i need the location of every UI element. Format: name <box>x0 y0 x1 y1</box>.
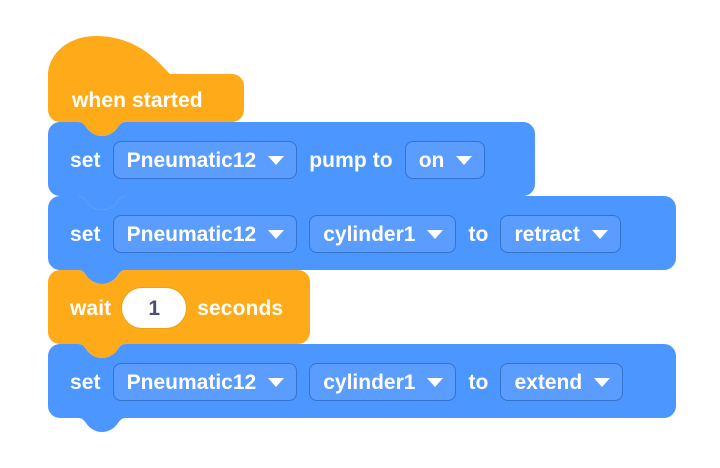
state-dropdown-on[interactable]: on <box>404 141 486 179</box>
wait-duration-value: 1 <box>148 296 161 320</box>
chevron-down-icon <box>427 377 444 387</box>
port-dropdown-value: cylinder1 <box>323 222 416 246</box>
set-cylinder-retract-middle-label: to <box>468 222 489 246</box>
set-cylinder-retract-prefix-label: set <box>70 222 101 246</box>
block-wait-seconds[interactable]: wait 1 seconds <box>48 270 310 358</box>
port-dropdown-value: cylinder1 <box>323 370 416 394</box>
chevron-down-icon <box>268 229 285 239</box>
chevron-down-icon <box>591 229 608 239</box>
chevron-down-icon <box>268 155 285 165</box>
action-dropdown-value: retract <box>514 222 580 246</box>
device-dropdown-value: Pneumatic12 <box>126 148 257 172</box>
port-dropdown-cylinder[interactable]: cylinder1 <box>309 215 457 253</box>
wait-seconds-row: wait 1 seconds <box>70 286 283 330</box>
when-started-row: when started <box>72 86 203 114</box>
wait-suffix-label: seconds <box>197 296 284 320</box>
block-set-cylinder-retract[interactable]: set Pneumatic12 cylinder1 to retract <box>48 196 676 284</box>
device-dropdown-value: Pneumatic12 <box>126 222 257 246</box>
set-cylinder-extend-row: set Pneumatic12 cylinder1 to extend <box>70 362 624 402</box>
device-dropdown-pneumatic[interactable]: Pneumatic12 <box>112 141 298 179</box>
chevron-down-icon <box>268 377 285 387</box>
set-pump-row: set Pneumatic12 pump to on <box>70 140 486 180</box>
chevron-down-icon <box>594 377 611 387</box>
block-set-cylinder-extend[interactable]: set Pneumatic12 cylinder1 to extend <box>48 344 676 432</box>
device-dropdown-pneumatic[interactable]: Pneumatic12 <box>112 363 298 401</box>
state-dropdown-value: on <box>418 148 445 172</box>
set-pump-middle-label: pump to <box>309 148 393 172</box>
action-dropdown-retract[interactable]: retract <box>500 215 621 253</box>
chevron-down-icon <box>456 155 473 165</box>
device-dropdown-pneumatic[interactable]: Pneumatic12 <box>112 215 298 253</box>
wait-prefix-label: wait <box>70 296 112 320</box>
device-dropdown-value: Pneumatic12 <box>126 370 257 394</box>
chevron-down-icon <box>427 229 444 239</box>
port-dropdown-cylinder[interactable]: cylinder1 <box>309 363 457 401</box>
block-when-started[interactable]: when started <box>48 32 244 136</box>
action-dropdown-extend[interactable]: extend <box>500 363 624 401</box>
block-set-pneumatic-pump[interactable]: set Pneumatic12 pump to on <box>48 122 535 210</box>
when-started-block-shape <box>48 36 244 136</box>
set-cylinder-retract-row: set Pneumatic12 cylinder1 to retract <box>70 214 621 254</box>
when-started-label: when started <box>72 88 203 112</box>
wait-duration-input[interactable]: 1 <box>121 287 188 329</box>
set-pump-prefix-label: set <box>70 148 101 172</box>
set-cylinder-extend-middle-label: to <box>468 370 489 394</box>
set-cylinder-extend-prefix-label: set <box>70 370 101 394</box>
action-dropdown-value: extend <box>514 370 583 394</box>
